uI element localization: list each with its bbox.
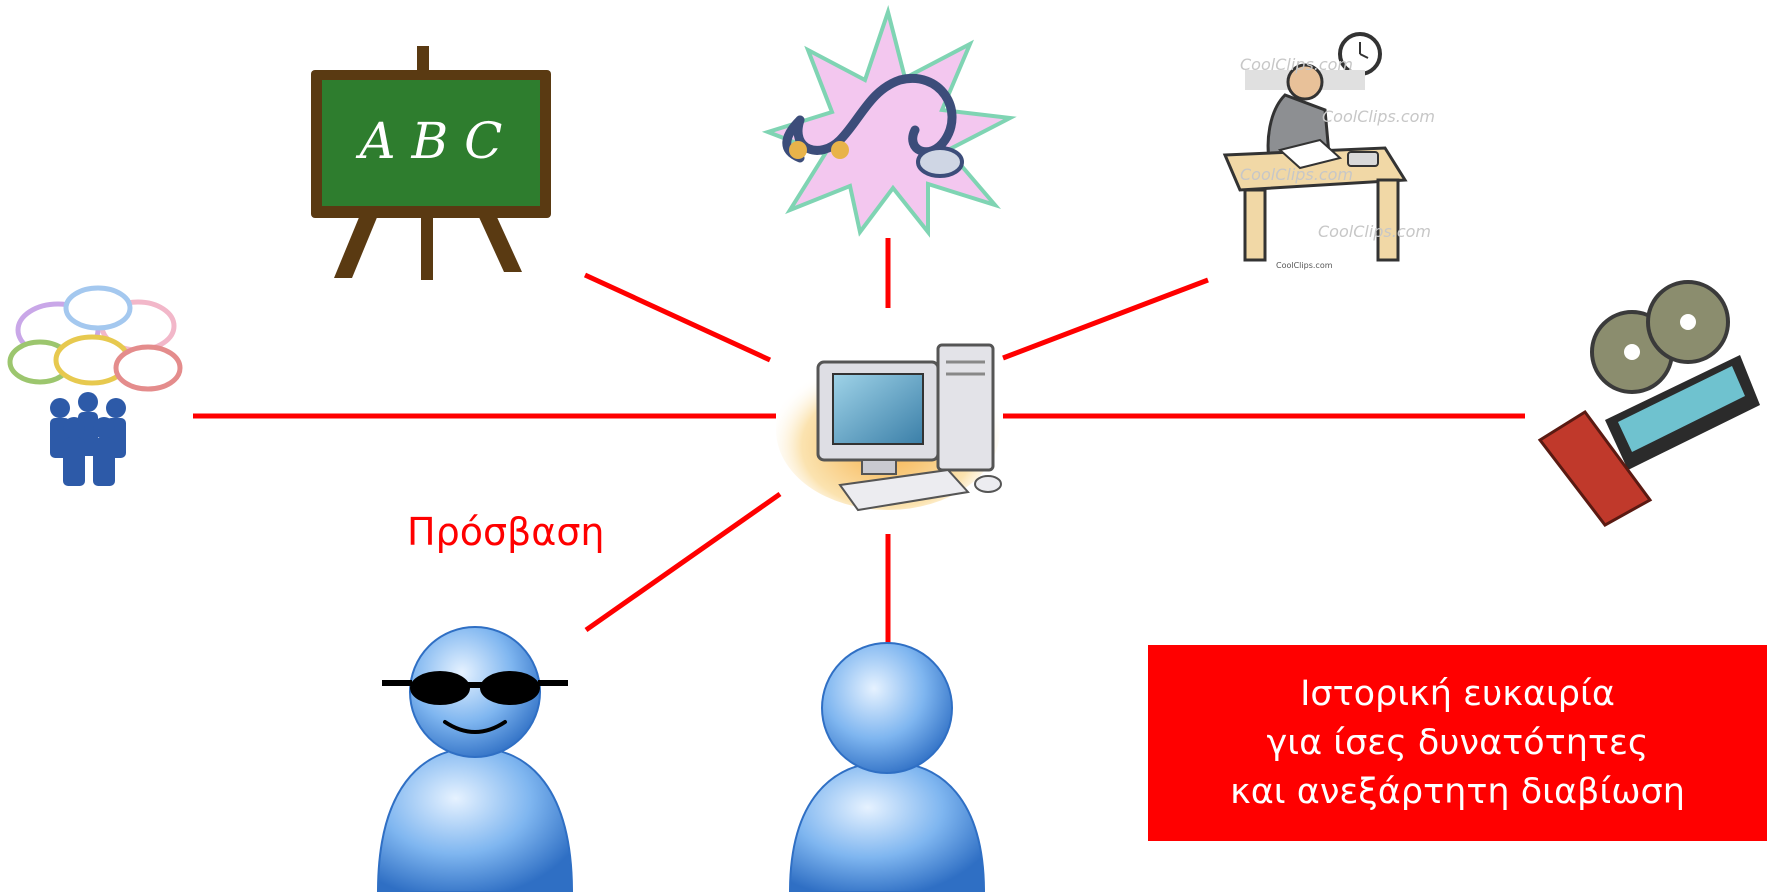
watermark-text-4: CoolClips.com bbox=[1318, 222, 1431, 241]
chalkboard-text: A B C bbox=[356, 112, 503, 170]
user-icon bbox=[788, 642, 986, 892]
watermark-text-2: CoolClips.com bbox=[1322, 107, 1435, 126]
image-caption: CoolClips.com bbox=[1276, 261, 1333, 270]
connector-lines bbox=[193, 238, 1525, 645]
connector-blind-user bbox=[584, 491, 782, 633]
callout-line-2: για ίσες δυνατότητες bbox=[1266, 722, 1649, 763]
callout-box: Ιστορική ευκαιρία για ίσες δυνατότητες κ… bbox=[1148, 645, 1767, 841]
stethoscope-icon bbox=[761, 4, 1017, 238]
connector-education bbox=[583, 272, 772, 363]
callout-line-1: Ιστορική ευκαιρία bbox=[1300, 673, 1615, 714]
access-label: Πρόσβαση bbox=[407, 510, 605, 554]
sunglasses-icon bbox=[382, 671, 568, 705]
user-with-sunglasses-icon bbox=[376, 626, 574, 892]
film-reel-icon bbox=[1537, 280, 1760, 527]
people-speech-bubbles-icon bbox=[7, 285, 183, 486]
chalkboard-icon: A B C bbox=[311, 46, 551, 280]
callout-line-3: και ανεξάρτητη διαβίωση bbox=[1230, 771, 1685, 812]
connector-work bbox=[1002, 277, 1209, 361]
office-worker-icon: CoolClips.com CoolClips.com CoolClips.co… bbox=[1222, 32, 1435, 270]
watermark-text-3: CoolClips.com bbox=[1240, 165, 1353, 184]
computer-icon bbox=[776, 343, 1002, 512]
watermark-text-1: CoolClips.com bbox=[1240, 55, 1353, 74]
